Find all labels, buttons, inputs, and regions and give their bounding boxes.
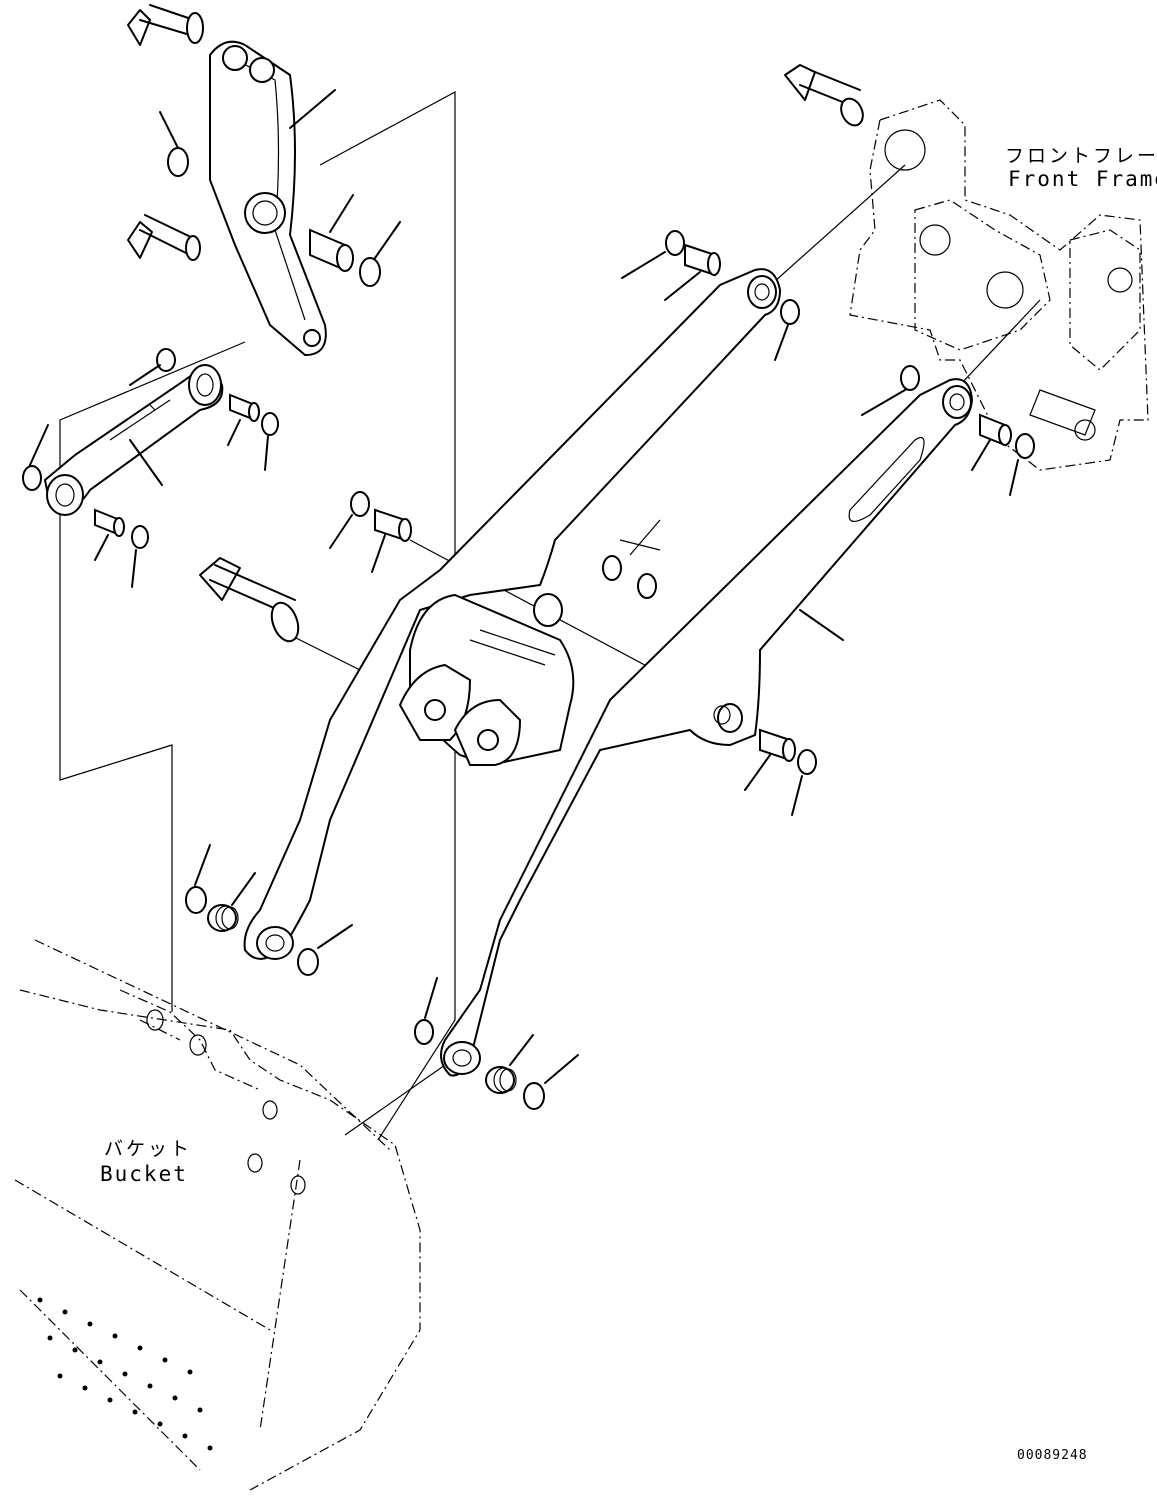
bushing [684,243,721,277]
bolt-hole [62,1309,68,1315]
bolt-hole [37,1297,43,1303]
pin-large-middle [199,557,300,643]
bucket-label: バケット Bucket [100,1138,192,1186]
bolt-hole [137,1345,143,1351]
bushing [309,228,354,272]
bolt-hole [172,1395,178,1401]
bushings [94,228,1012,1094]
cross-tube [398,593,575,767]
bushing-threaded [207,904,239,932]
bolt-hole [182,1433,188,1439]
bushing [759,728,796,762]
bolt-hole [197,1407,203,1413]
pin-upper-right [784,64,864,127]
front-frame-label-jp: フロントフレーム [1005,145,1157,167]
bolt-hole [157,1421,163,1427]
bolt-hole [87,1321,93,1327]
bolt-hole [107,1397,113,1403]
bell-crank [209,40,327,357]
lift-arm-right [440,378,974,1077]
front-frame-label-en: Front Frame [1008,167,1157,191]
pin-left-middle [127,214,201,261]
o-rings [22,147,1035,1110]
bolt-hole [132,1409,138,1415]
bushing [94,508,125,537]
bushing [229,393,260,422]
bushing [979,413,1012,447]
tilt-link [43,364,224,516]
bucket-label-jp: バケット [104,1138,192,1160]
bolt-hole [207,1445,213,1451]
pin-top-left [127,4,204,46]
bolt-hole [122,1371,128,1377]
bushing-threaded [485,1066,517,1094]
front-frame [849,99,1149,471]
bolt-hole [57,1373,63,1379]
bolt-hole [187,1369,193,1375]
bolt-hole [97,1359,103,1365]
bolt-hole [47,1335,53,1341]
bucket-label-en: Bucket [100,1162,188,1186]
drawing-number: 00089248 [1017,1448,1088,1463]
bushing [374,508,412,542]
bolt-hole [112,1333,118,1339]
bucket [14,939,421,1491]
bucket-bolt-holes [37,1297,213,1451]
bolt-hole [72,1347,78,1353]
bolt-hole [147,1383,153,1389]
front-frame-label: フロントフレーム Front Frame [1005,145,1157,191]
lift-arm-left [243,268,782,960]
callout-leaders [29,89,1019,1084]
bolt-hole [162,1357,168,1363]
bolt-hole [82,1385,88,1391]
